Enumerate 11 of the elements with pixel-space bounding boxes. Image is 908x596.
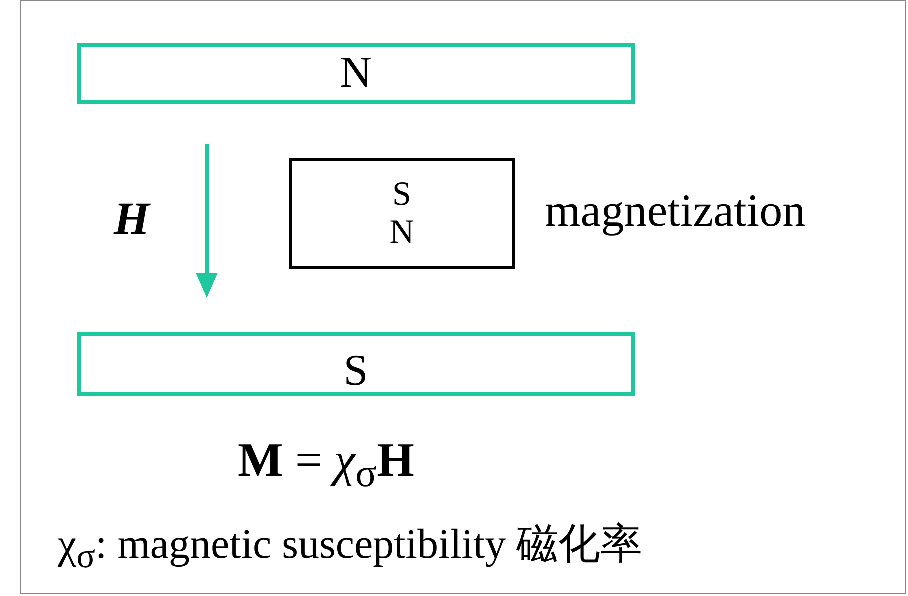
magnet-pole-bar xyxy=(77,43,635,104)
pole-label: N xyxy=(390,214,414,251)
magnet-pole-bar xyxy=(77,332,635,396)
sample-box xyxy=(289,158,515,269)
pole-label: S xyxy=(392,176,412,214)
equation: M = χ$_{σ}$H xyxy=(238,433,414,497)
definition-note: χ$_{σ}$: magnetic susceptibility 磁化率 xyxy=(58,521,643,576)
node-label: magnetization xyxy=(545,184,806,236)
field-symbol: H xyxy=(114,192,150,245)
pole-label: N xyxy=(340,49,372,98)
pole-label: S xyxy=(344,346,368,396)
